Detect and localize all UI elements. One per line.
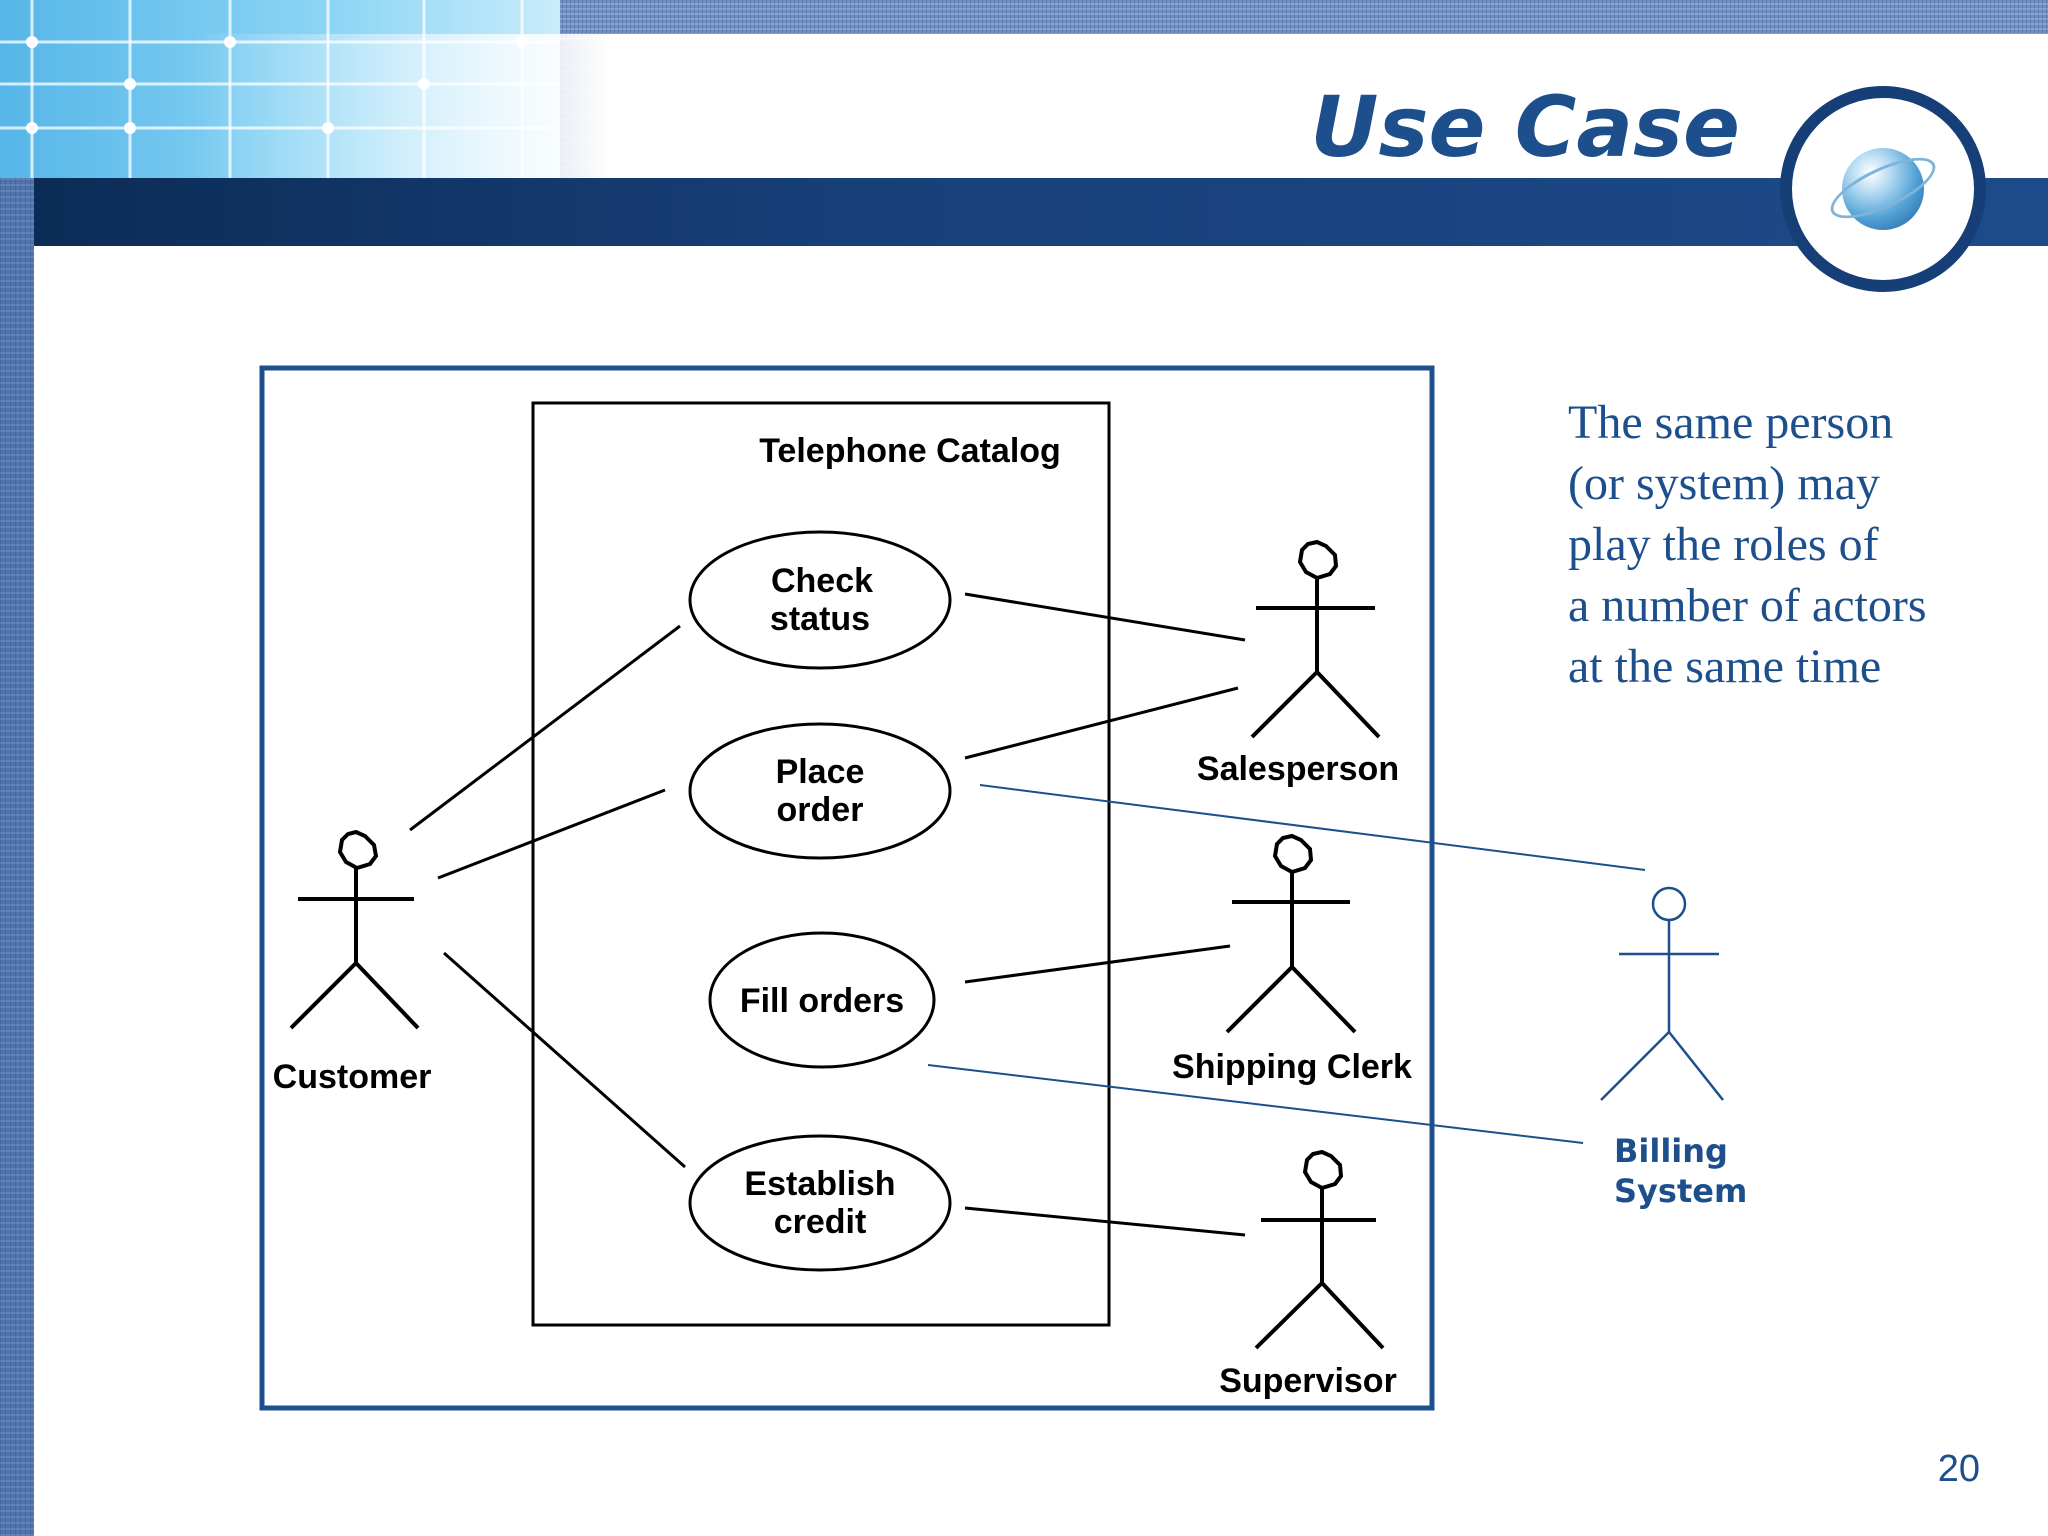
actor-label-customer: Customer	[273, 1058, 432, 1096]
actor-head-icon	[337, 829, 379, 871]
actor-leg	[1254, 1281, 1324, 1350]
actor-head-icon	[1651, 886, 1687, 922]
use-case-label-line: Check	[771, 562, 873, 600]
use-case-fill-orders[interactable]: Fill orders	[708, 931, 936, 1069]
outer-frame	[259, 365, 1435, 1411]
association-customer-place-order	[437, 788, 666, 880]
actor-label-billing-line: System	[1614, 1172, 1747, 1210]
use-case-label-line: Fill orders	[740, 982, 904, 1020]
association-billing-fill-orders	[927, 1064, 1584, 1144]
association-supervisor-establish-credit	[964, 1206, 1246, 1237]
actor-head-icon	[1272, 833, 1314, 875]
actor-leg	[1315, 670, 1381, 739]
actor-leg	[1225, 965, 1294, 1034]
actor-label-salesperson: Salesperson	[1197, 750, 1399, 788]
actor-head-icon	[1302, 1149, 1344, 1191]
association-lines	[409, 592, 1246, 1237]
use-case-ellipse	[688, 722, 952, 860]
actor-leg	[1290, 965, 1357, 1034]
explanatory-note: The same person (or system) may play the…	[1568, 396, 1927, 693]
actor-leg	[1668, 1031, 1724, 1101]
actor-leg	[1320, 1281, 1385, 1350]
actor-head-icon	[1297, 539, 1339, 581]
use-case-establish-credit[interactable]: Establish credit	[688, 1134, 952, 1272]
use-case-label-line: Establish	[744, 1165, 895, 1203]
actor-salesperson[interactable]	[1250, 539, 1381, 739]
system-boundary	[531, 401, 1111, 1327]
actor-leg	[354, 961, 420, 1030]
use-case-label-line: status	[770, 600, 870, 638]
use-case-ellipse	[708, 931, 936, 1069]
actor-label-shipping-clerk: Shipping Clerk	[1172, 1048, 1412, 1086]
association-billing-place-order	[979, 784, 1646, 871]
content-area	[34, 246, 2048, 1536]
actor-supervisor[interactable]	[1254, 1149, 1385, 1350]
billing-association-lines	[927, 784, 1646, 1144]
actor-billing-system[interactable]	[1600, 886, 1724, 1101]
use-case-label-line: order	[777, 791, 864, 829]
actor-leg	[289, 961, 358, 1030]
actor-leg	[1600, 1031, 1670, 1101]
association-salesperson-check-status	[964, 592, 1246, 642]
use-case-ellipse	[688, 530, 952, 670]
use-case-check-status[interactable]: Check status	[688, 530, 952, 670]
association-salesperson-place-order	[964, 686, 1239, 760]
actor-label-billing-line: Billing	[1614, 1132, 1728, 1170]
association-customer-establish-credit	[443, 951, 686, 1169]
association-customer-check-status	[409, 624, 681, 832]
system-boundary-label: Telephone Catalog	[759, 432, 1061, 470]
header-fade	[190, 34, 2048, 178]
use-case-ellipse	[688, 1134, 952, 1272]
use-case-label-line: credit	[774, 1203, 867, 1241]
page-number: 20	[1937, 1448, 1980, 1490]
use-case-label-line: Place	[776, 753, 865, 791]
actor-leg	[1250, 670, 1319, 739]
actor-customer[interactable]	[289, 829, 420, 1030]
actor-shipping-clerk[interactable]	[1225, 833, 1357, 1034]
actor-label-supervisor: Supervisor	[1219, 1362, 1397, 1400]
header-bar	[34, 178, 2048, 246]
globe-icon	[1842, 148, 1924, 230]
association-shipping-clerk-fill-orders	[964, 944, 1231, 984]
use-case-place-order[interactable]: Place order	[688, 722, 952, 860]
